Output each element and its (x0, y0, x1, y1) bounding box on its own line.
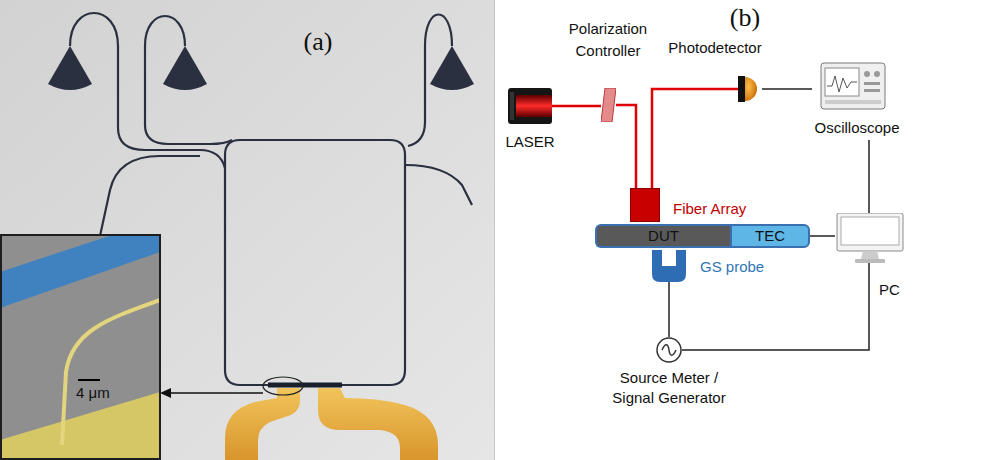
electrode-pad (318, 388, 438, 460)
scale-bar (78, 379, 100, 381)
oscilloscope-icon (812, 60, 902, 118)
waveguide (405, 165, 472, 205)
ac-source-symbol (656, 337, 682, 363)
node-label: DUT (648, 226, 679, 246)
panel-divider (494, 0, 495, 460)
laser-icon (508, 86, 552, 126)
zoom-ellipse (263, 377, 303, 395)
polarization-controller: Polarization Controller (601, 88, 616, 122)
inset-ground (0, 235, 160, 460)
waveguide (100, 156, 200, 236)
electrical-cable (682, 263, 869, 350)
grating-couplers (48, 46, 474, 90)
gs-probe: GS probe (652, 250, 686, 282)
node-label: Polarization Controller (556, 18, 660, 62)
polarizer-icon (601, 88, 616, 122)
electrical-cable (762, 88, 812, 90)
inset-band (0, 235, 160, 308)
grating-coupler (48, 46, 92, 90)
panel-background (0, 0, 494, 460)
photodetector-icon (738, 76, 762, 102)
node-label: Source Meter / Signal Generator (604, 368, 734, 408)
heater (268, 383, 342, 388)
node-label: Photodetector (668, 38, 761, 58)
arrow-head (160, 388, 171, 398)
electrical-cable (868, 140, 870, 213)
node-label: GS probe (700, 257, 764, 277)
pc-monitor: PC (835, 213, 905, 263)
panel-label: (a) (304, 26, 333, 57)
interferometer-arms (225, 140, 405, 385)
node-label: Fiber Array (673, 199, 746, 219)
scale-label: 4 μm (76, 384, 110, 402)
electrode-pad (225, 388, 300, 460)
grating-coupler (430, 46, 474, 90)
signal-generator: Source Meter / Signal Generator (656, 337, 682, 363)
grating-coupler (163, 46, 207, 90)
electrical-cable (810, 235, 835, 237)
electrodes (225, 388, 438, 460)
node-label: PC (879, 280, 900, 300)
node-label: TEC (755, 226, 785, 246)
optical-fiber (552, 105, 601, 108)
dut-block: DUT (595, 224, 730, 248)
fiber-array: Fiber Array (630, 188, 660, 222)
inset-frame (1, 235, 160, 459)
probe-icon (652, 250, 686, 282)
optical-fiber (652, 89, 738, 188)
photodetector: Photodetector (738, 76, 762, 102)
zoom-arrow (170, 392, 263, 394)
optical-fiber (616, 105, 636, 188)
sem-inset (0, 235, 160, 460)
node-label: LASER (505, 132, 554, 152)
panel-label: (b) (730, 2, 760, 33)
tec-block: TEC (730, 224, 810, 248)
inset-electrode (0, 392, 160, 460)
oscilloscope: Oscilloscope (812, 60, 902, 140)
node-label: Oscilloscope (814, 118, 899, 138)
electrical-cable (668, 282, 670, 337)
monitor-icon (835, 213, 905, 263)
laser-source: LASER (508, 86, 552, 126)
inset-waveguide (62, 300, 160, 445)
waveguide (145, 16, 232, 144)
